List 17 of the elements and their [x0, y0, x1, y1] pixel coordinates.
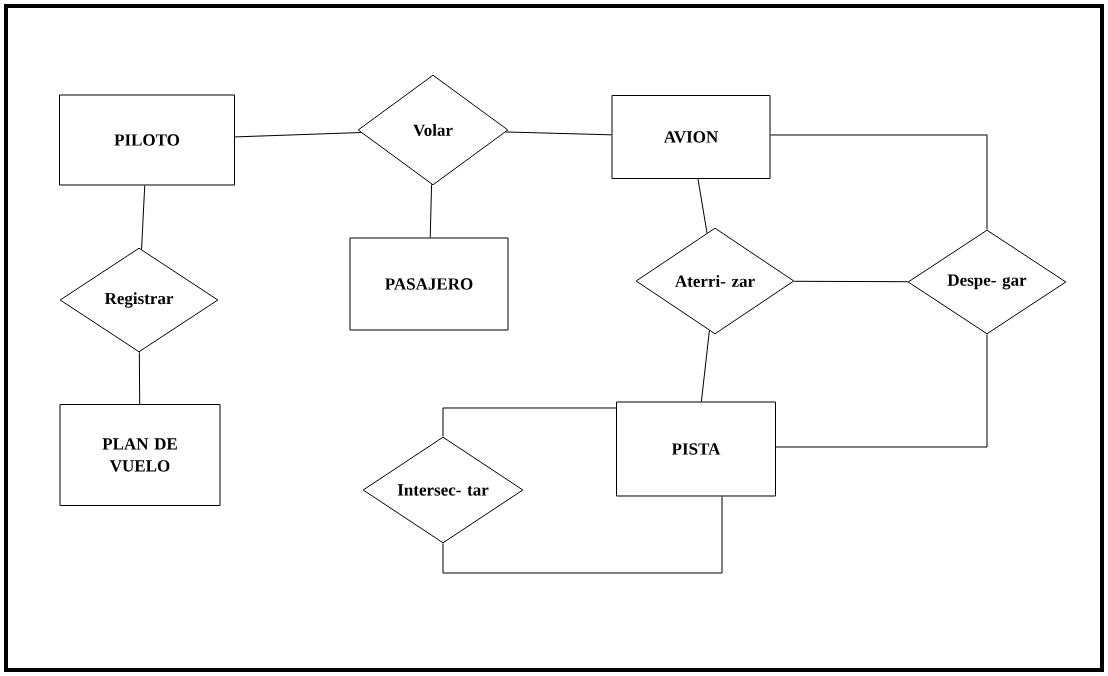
connector-line	[141, 185, 146, 250]
connector-line	[697, 178, 708, 234]
entity-box: PLAN DE VUELO	[59, 404, 221, 506]
connector-line	[442, 407, 617, 437]
entity-box: PISTA	[616, 401, 776, 497]
entity-box: PILOTO	[59, 94, 235, 186]
connector-line	[700, 330, 710, 402]
connector-line	[793, 280, 909, 283]
connector-line	[770, 134, 988, 230]
entity-box: AVION	[611, 95, 771, 179]
connector-line	[234, 132, 362, 138]
connector-line	[429, 183, 433, 238]
entity-box: PASAJERO	[349, 237, 509, 331]
connector-line	[442, 496, 723, 574]
connector-line	[775, 334, 988, 448]
connector-line	[505, 131, 612, 136]
connector-line	[138, 351, 141, 405]
